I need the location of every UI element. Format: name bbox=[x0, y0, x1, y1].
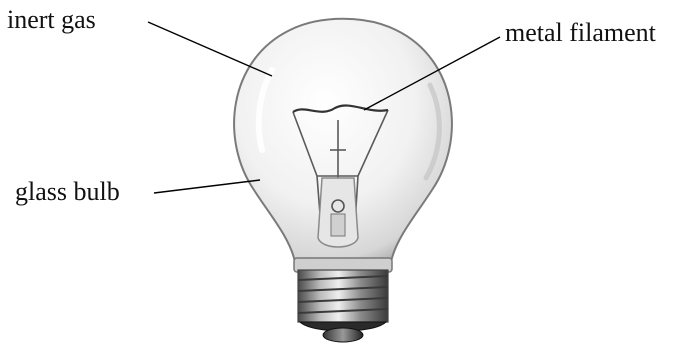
leader-line-inert-gas bbox=[148, 22, 272, 76]
label-inert-gas: inert gas bbox=[7, 7, 96, 33]
label-glass-bulb: glass bulb bbox=[15, 179, 120, 205]
screw-base bbox=[298, 270, 388, 342]
label-metal-filament: metal filament bbox=[505, 20, 656, 46]
leader-line-glass-bulb bbox=[154, 180, 260, 193]
